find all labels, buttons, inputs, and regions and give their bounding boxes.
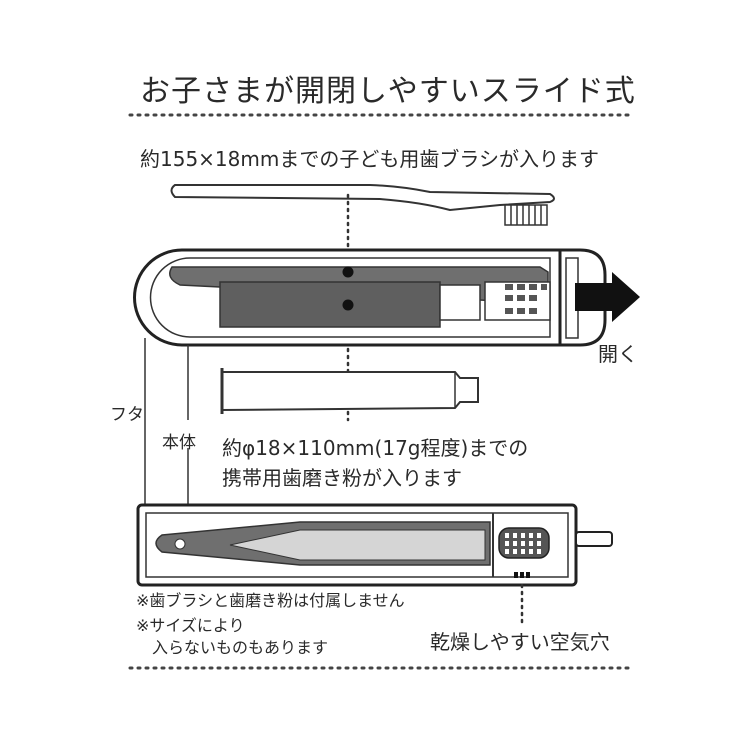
note-size-line1: ※サイズにより: [136, 616, 245, 635]
air-vent-label: 乾燥しやすい空気穴: [430, 630, 610, 654]
lid-label: フタ: [110, 405, 144, 425]
note-size-line2: 入らないものもあります: [152, 638, 329, 657]
arrow-right-icon: [575, 272, 640, 322]
toothpaste-size-caption-line2: 携帯用歯磨き粉が入ります: [222, 466, 462, 490]
case-open-icon: [133, 248, 607, 347]
toothbrush-icon: [170, 184, 555, 226]
toothbrush-size-caption: 約155×18mmまでの子ども用歯ブラシが入ります: [140, 147, 599, 171]
body-label: 本体: [162, 433, 196, 453]
toothpaste-tube-icon: [220, 368, 479, 414]
page-title: お子さまが開閉しやすいスライド式: [140, 74, 636, 109]
note-not-included: ※歯ブラシと歯磨き粉は付属しません: [136, 591, 405, 610]
toothpaste-size-caption-line1: 約φ18×110mm(17g程度)までの: [222, 436, 529, 460]
case-closed-icon: [136, 503, 613, 587]
open-label: 開く: [598, 342, 638, 366]
